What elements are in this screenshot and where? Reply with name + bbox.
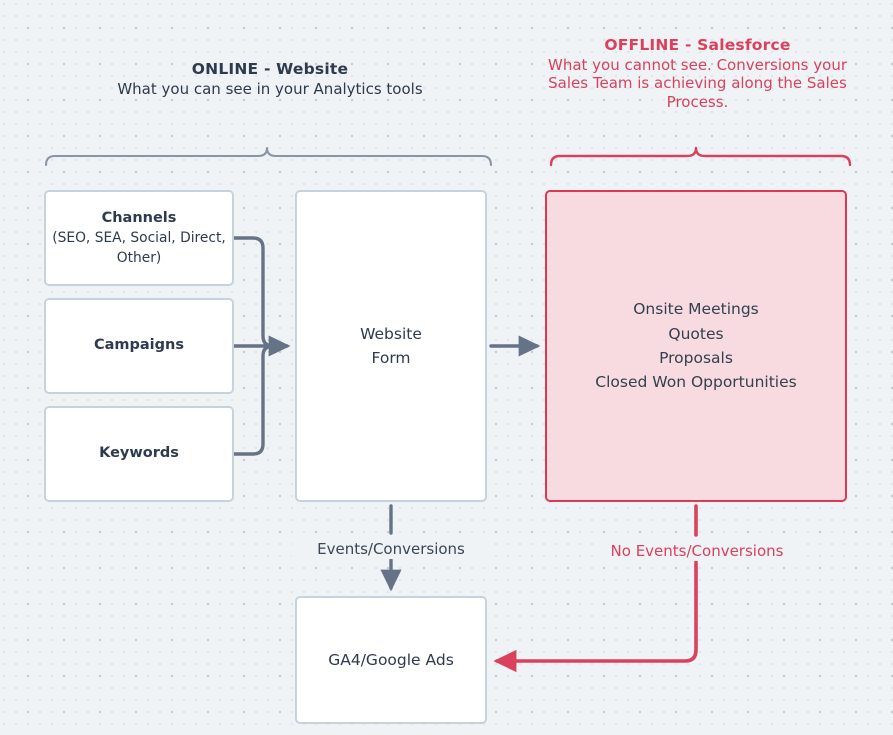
node-salesforce-line3: Proposals — [659, 349, 733, 367]
node-keywords[interactable]: Keywords — [44, 406, 234, 502]
section-header-offline: OFFLINE - Salesforce What you cannot see… — [545, 36, 850, 112]
section-header-online: ONLINE - Website What you can see in you… — [40, 60, 500, 98]
node-channels[interactable]: Channels (SEO, SEA, Social, Direct, Othe… — [44, 190, 234, 286]
section-title-offline: OFFLINE - Salesforce — [604, 36, 791, 54]
node-ga4-google-ads[interactable]: GA4/Google Ads — [295, 596, 487, 724]
node-salesforce-line1: Onsite Meetings — [633, 300, 759, 319]
node-channels-title: Channels — [101, 209, 177, 226]
connector-channels-to-form — [232, 236, 275, 348]
node-campaigns-title: Campaigns — [93, 337, 184, 354]
edge-label-no-events-conversions: No Events/Conversions — [594, 541, 800, 561]
node-salesforce-line4: Closed Won Opportunities — [595, 373, 797, 392]
section-subtitle-online: What you can see in your Analytics tools — [117, 79, 423, 98]
section-subtitle-offline: What you cannot see. Conversions your Sa… — [547, 55, 847, 112]
brace-offline — [549, 146, 852, 167]
edge-label-events-conversions: Events/Conversions — [292, 539, 490, 559]
node-website-form[interactable]: Website Form — [295, 190, 487, 502]
node-channels-subtitle: (SEO, SEA, Social, Direct, Other) — [52, 229, 226, 266]
node-keywords-title: Keywords — [99, 445, 179, 462]
node-ga4-title: GA4/Google Ads — [328, 650, 454, 669]
brace-online — [44, 146, 493, 167]
node-salesforce-line2: Quotes — [668, 324, 724, 343]
node-website-form-line2: Form — [371, 349, 411, 367]
node-salesforce[interactable]: Onsite Meetings Quotes Proposals Closed … — [545, 190, 847, 502]
node-campaigns[interactable]: Campaigns — [44, 298, 234, 394]
connector-keywords-to-form — [232, 344, 275, 456]
section-title-online: ONLINE - Website — [191, 60, 349, 78]
connector-salesforce-to-ga4-lower — [493, 560, 698, 673]
node-website-form-line1: Website — [360, 324, 422, 343]
